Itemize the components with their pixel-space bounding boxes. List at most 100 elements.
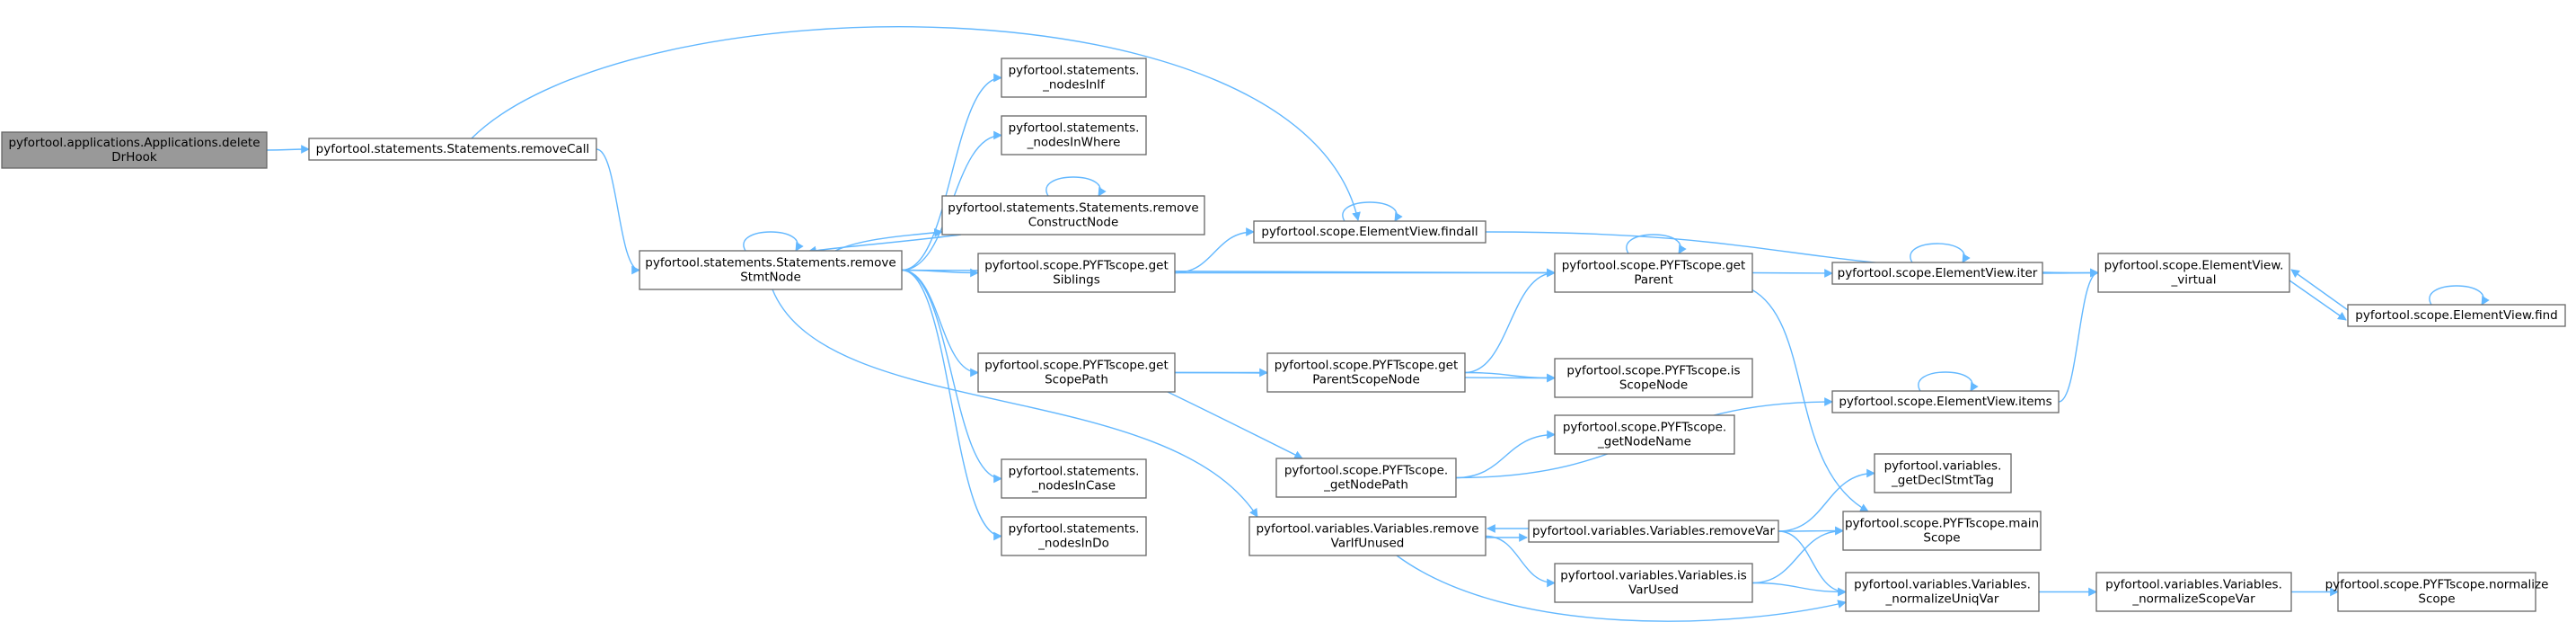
edge-removeConstructNode-to-removeStmtNode <box>807 234 962 255</box>
node-label: DrHook <box>111 150 157 164</box>
node-label: _nodesInIf <box>1042 78 1106 93</box>
edge-getParentScopeNode-to-getParent <box>1464 268 1556 374</box>
node-label: pyfortool.variables.Variables.is <box>1560 569 1747 583</box>
node-removeConstructNode[interactable]: pyfortool.statements.Statements.removeCo… <box>941 195 1205 236</box>
edge-items-to-virtual <box>2058 268 2099 403</box>
node-label: pyfortool.scope.PYFTscope.get <box>984 359 1169 373</box>
node-normalizeScopeVar[interactable]: pyfortool.variables.Variables._normalize… <box>2095 572 2292 612</box>
node-label: pyfortool.scope.PYFTscope.get <box>1562 259 1746 273</box>
node-removeCall[interactable]: pyfortool.statements.Statements.removeCa… <box>308 138 597 161</box>
node-box <box>1831 390 2060 413</box>
node-label: pyfortool.scope.PYFTscope.normalize <box>2325 578 2549 592</box>
node-box <box>308 138 597 161</box>
node-box <box>1266 352 1466 393</box>
node-find[interactable]: pyfortool.scope.ElementView.find <box>2347 304 2566 327</box>
node-label: _nodesInDo <box>1037 537 1109 551</box>
node-label: _getNodeName <box>1597 435 1691 449</box>
edge-removeStmtNode-to-removeVarIfUnused <box>772 289 1258 518</box>
node-box <box>977 352 1176 393</box>
node-label: VarIfUnused <box>1331 537 1405 551</box>
edge-removeStmtNode-to-removeStmtNode <box>743 231 804 252</box>
edge-removeVar-to-getDeclStmtTag <box>1778 468 1875 532</box>
node-iter[interactable]: pyfortool.scope.ElementView.iter <box>1831 262 2043 285</box>
node-label: pyfortool.scope.PYFTscope. <box>1284 464 1448 478</box>
edge-items-to-items <box>1918 371 1979 392</box>
node-items[interactable]: pyfortool.scope.ElementView.items <box>1831 390 2060 413</box>
edge-removeStmtNode-to-nodesInCase <box>901 269 1002 484</box>
node-box <box>1001 115 1147 156</box>
node-label: ConstructNode <box>1028 216 1119 230</box>
node-box <box>1528 520 1779 543</box>
node-label: _getNodePath <box>1323 478 1408 493</box>
node-label: _nodesInCase <box>1031 479 1116 493</box>
edge-find-to-virtual <box>2290 269 2349 311</box>
node-findall[interactable]: pyfortool.scope.ElementView.findall <box>1253 220 1486 244</box>
edge-removeVarIfUnused-to-normalizeUniqVar <box>1396 555 1847 622</box>
node-label: pyfortool.statements. <box>1009 121 1140 136</box>
node-label: _normalizeScopeVar <box>2131 592 2255 607</box>
node-box <box>1842 511 2042 551</box>
node-getNodePath[interactable]: pyfortool.scope.PYFTscope._getNodePath <box>1275 458 1457 498</box>
node-getDeclStmtTag[interactable]: pyfortool.variables._getDeclStmtTag <box>1874 453 2012 493</box>
node-label: pyfortool.scope.PYFTscope.get <box>1275 359 1459 373</box>
node-label: pyfortool.variables.Variables.remove <box>1256 522 1478 537</box>
node-box <box>2337 572 2536 612</box>
node-label: pyfortool.scope.PYFTscope.main <box>1845 517 2039 531</box>
node-label: ParentScopeNode <box>1312 373 1420 387</box>
node-removeVar[interactable]: pyfortool.variables.Variables.removeVar <box>1528 520 1779 543</box>
node-box <box>1554 563 1753 603</box>
edge-virtual-to-find <box>2289 280 2347 321</box>
node-getParentScopeNode[interactable]: pyfortool.scope.PYFTscope.getParentScope… <box>1266 352 1466 393</box>
node-label: ScopePath <box>1045 373 1108 387</box>
node-label: pyfortool.variables.Variables. <box>2105 578 2282 592</box>
node-normalizeUniqVar[interactable]: pyfortool.variables.Variables._normalize… <box>1845 572 2040 612</box>
node-nodesInIf[interactable]: pyfortool.statements._nodesInIf <box>1001 58 1147 98</box>
node-box <box>1253 220 1486 244</box>
node-label: pyfortool.scope.ElementView.find <box>2355 308 2557 323</box>
edge-getParent-to-getParent <box>1626 234 1687 254</box>
node-getNodeName[interactable]: pyfortool.scope.PYFTscope._getNodeName <box>1554 414 1735 455</box>
node-box <box>1001 458 1147 499</box>
node-nodesInWhere[interactable]: pyfortool.statements._nodesInWhere <box>1001 115 1147 156</box>
node-label: pyfortool.variables.Variables. <box>1854 578 2031 592</box>
edge-findall-to-findall <box>1342 201 1403 222</box>
edge-removeStmtNode-to-removeConstructNode <box>834 228 943 252</box>
node-box <box>977 253 1176 293</box>
node-nodesInDo[interactable]: pyfortool.statements._nodesInDo <box>1001 516 1147 556</box>
node-label: pyfortool.statements. <box>1009 522 1140 537</box>
edge-iter-to-virtual <box>2042 268 2099 278</box>
node-nodesInCase[interactable]: pyfortool.statements._nodesInCase <box>1001 458 1147 499</box>
node-deleteDrHook[interactable]: pyfortool.applications.Applications.dele… <box>1 131 268 169</box>
node-label: _nodesInWhere <box>1027 136 1121 150</box>
node-virtual[interactable]: pyfortool.scope.ElementView._virtual <box>2097 253 2290 293</box>
edge-getParentScopeNode-to-isScopeNode <box>1464 371 1556 383</box>
node-box <box>2097 253 2290 293</box>
edge-iter-to-iter <box>1910 243 1971 263</box>
node-removeVarIfUnused[interactable]: pyfortool.variables.Variables.removeVarI… <box>1248 516 1486 556</box>
edge-removeStmtNode-to-nodesInIf <box>901 73 1002 271</box>
node-label: pyfortool.scope.ElementView.findall <box>1261 225 1478 239</box>
node-label: VarUsed <box>1628 583 1679 598</box>
node-label: Siblings <box>1053 273 1100 288</box>
node-box <box>1845 572 2040 612</box>
node-label: pyfortool.statements.Statements.removeCa… <box>316 142 590 156</box>
node-removeStmtNode[interactable]: pyfortool.statements.Statements.removeSt… <box>639 250 903 290</box>
node-label: _virtual <box>2171 273 2217 288</box>
node-label: pyfortool.variables.Variables.removeVar <box>1532 524 1775 538</box>
node-box <box>639 250 903 290</box>
node-label: pyfortool.variables. <box>1884 459 2002 474</box>
node-normalizeScope[interactable]: pyfortool.scope.PYFTscope.normalizeScope <box>2325 572 2549 612</box>
node-box <box>1874 453 2012 493</box>
node-label: Parent <box>1634 273 1672 288</box>
edge-removeCall-to-findall <box>471 26 1361 221</box>
node-box <box>2347 304 2566 327</box>
node-label: pyfortool.statements.Statements.remove <box>948 201 1198 216</box>
node-label: pyfortool.applications.Applications.dele… <box>8 136 260 150</box>
node-label: ScopeNode <box>1619 378 1688 393</box>
